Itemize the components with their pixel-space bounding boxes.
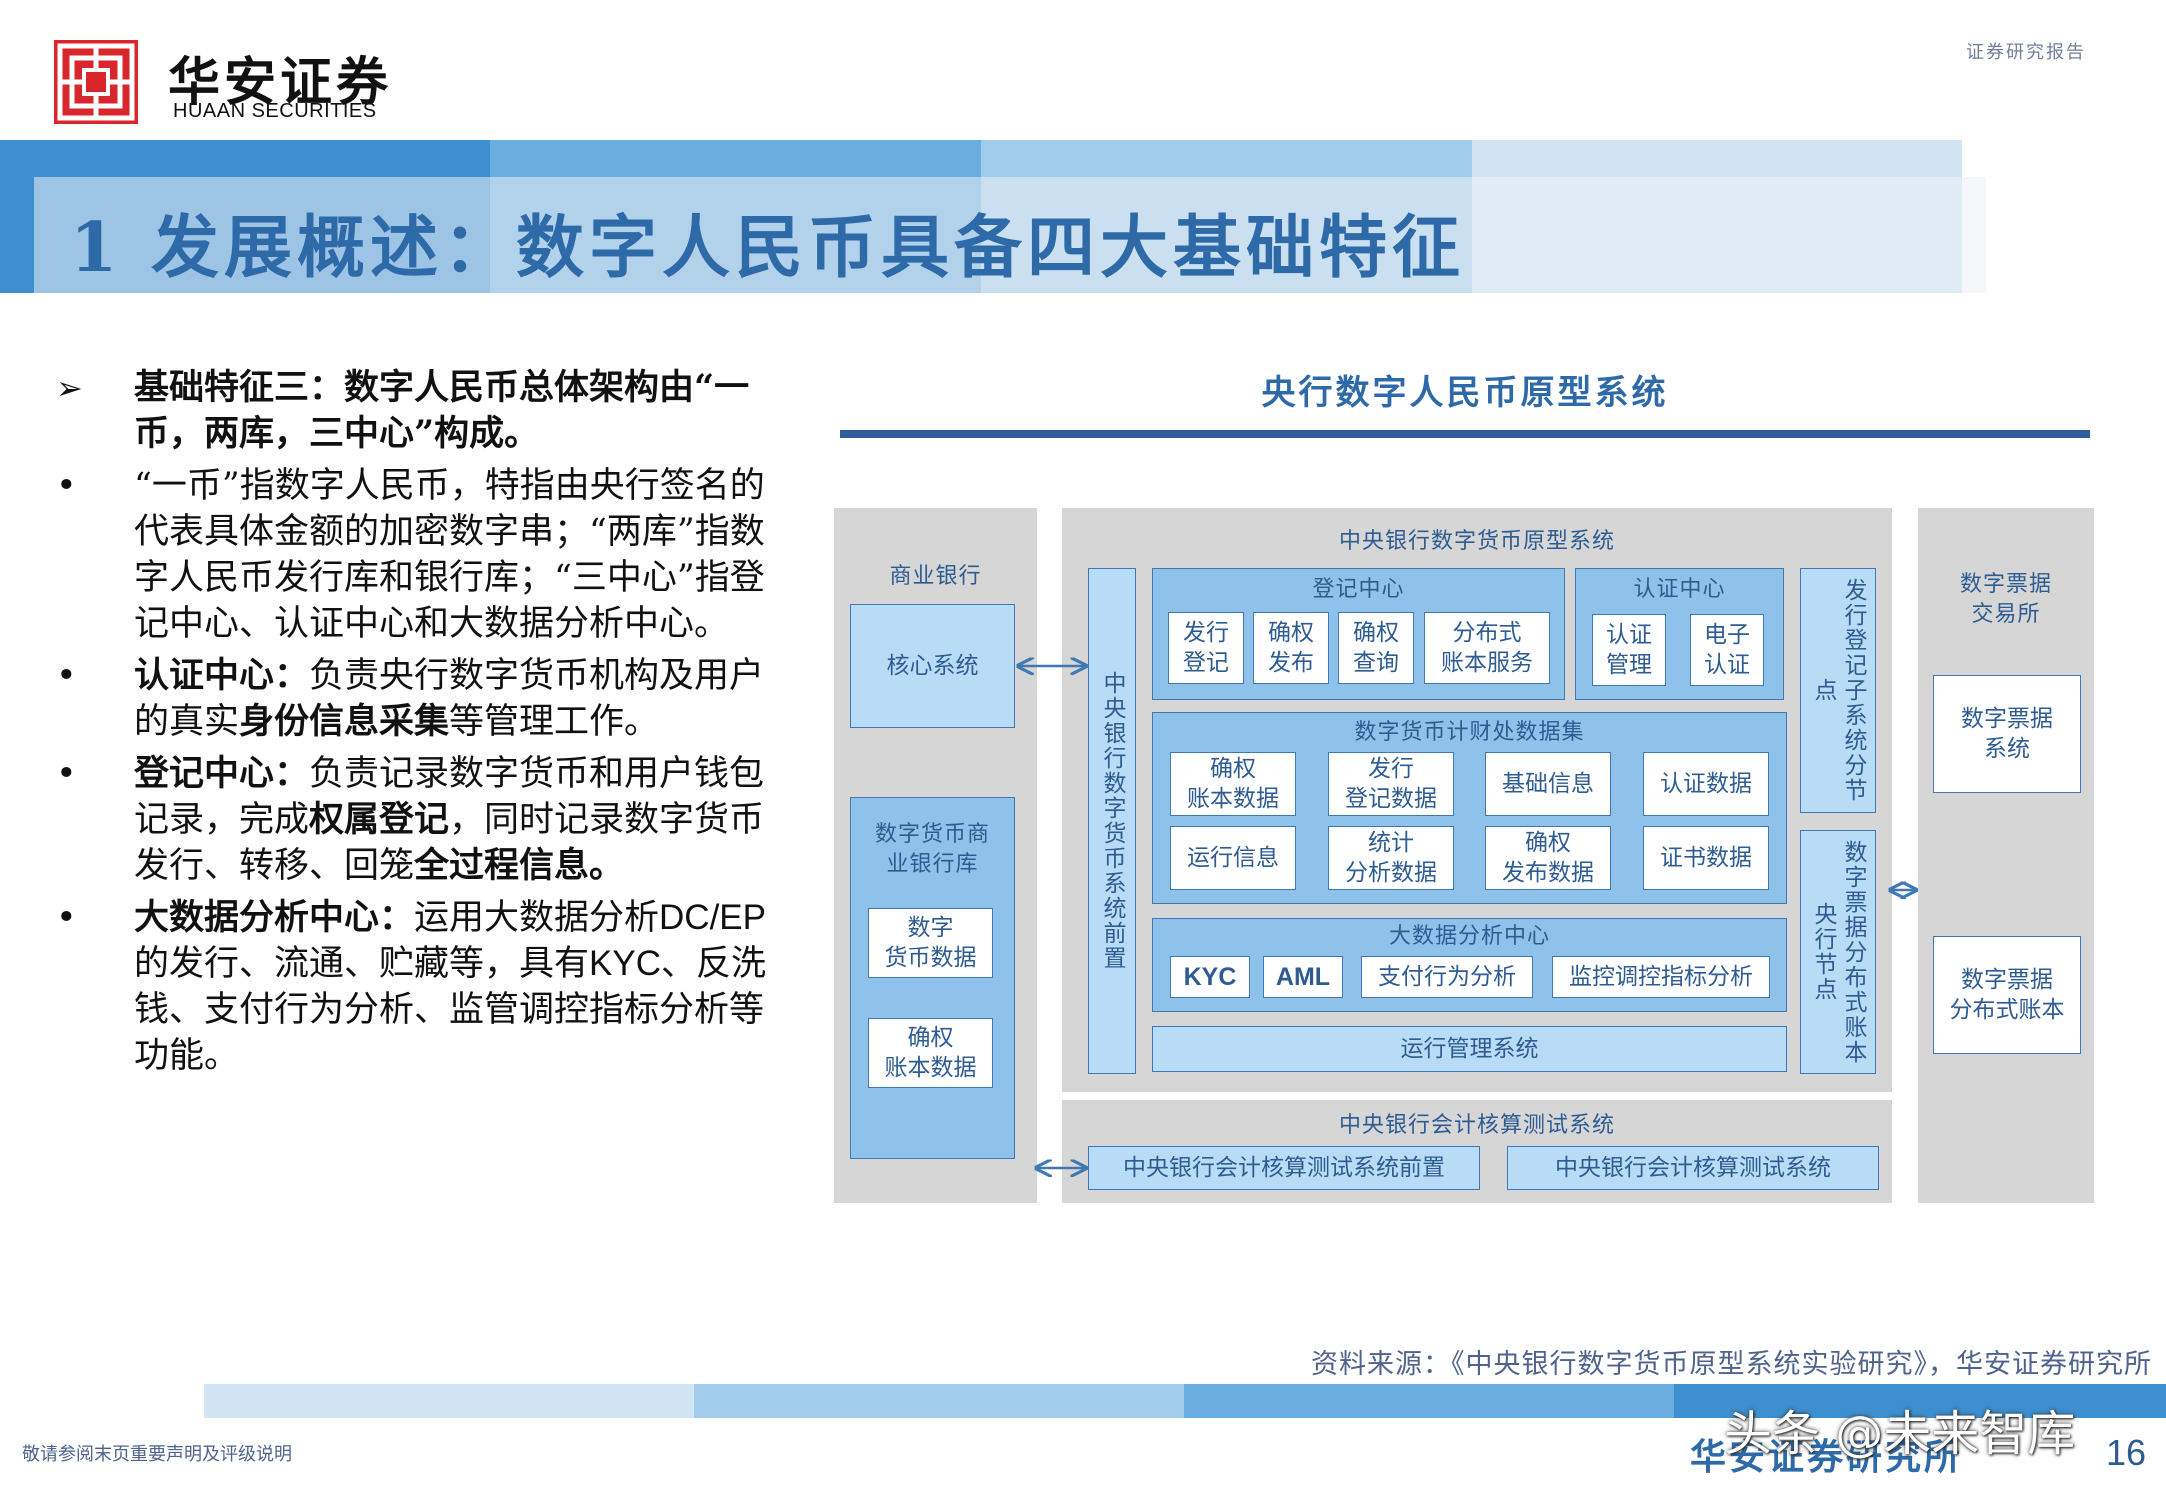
registry-center-text: 负责记录数字货币和用户钱包记录，完成 xyxy=(134,754,765,840)
commercial-bank-label: 商业银行 xyxy=(889,564,982,589)
electronic-auth-box: 电子 认证 xyxy=(1690,614,1764,686)
distributed-ledger-box: 分布式 账本服务 xyxy=(1424,612,1550,684)
bill-system-box: 数字票据 系统 xyxy=(1933,675,2081,793)
vault-currency-data-box: 数字 货币数据 xyxy=(868,908,993,978)
list-item: • “一币”指数字人民币，特指由央行签名的代表具体金额的加密数字串；“两库”指数… xyxy=(56,463,776,647)
vault-ledger-data-box: 确权 账本数据 xyxy=(868,1018,993,1088)
feature-heading: 基础特征三：数字人民币总体架构由“一币，两库，三中心”构成。 xyxy=(134,367,750,454)
auth-management-box: 认证 管理 xyxy=(1592,614,1666,686)
diagram-title: 央行数字人民币原型系统 xyxy=(1261,373,1669,413)
ownership-publish-data-box: 确权 发布数据 xyxy=(1485,826,1611,890)
bigdata-center-label: 大数据分析中心 xyxy=(1388,924,1550,949)
accounting-front-box: 中央银行会计核算测试系统前置 xyxy=(1088,1146,1480,1190)
bigdata-center-text-3: 、反洗钱、支付行为分析、监管调控指标分析等功能。 xyxy=(134,944,766,1076)
watermark: 头条 @未来智库 xyxy=(1724,1406,2076,1462)
bullet-list: ➢ 基础特征三：数字人民币总体架构由“一币，两库，三中心”构成。 • “一币”指… xyxy=(56,365,776,1085)
registry-center-label: 登记中心 xyxy=(1312,577,1405,602)
auth-center-text-end: 等管理工作。 xyxy=(449,702,660,742)
bill-ledger-node-box: 数字票据分布式账本央行节点 xyxy=(1800,830,1876,1074)
ledger-data-box: 确权 账本数据 xyxy=(1170,752,1296,816)
institute-name: 华安证券研究所 xyxy=(1690,1436,1964,1478)
auth-center-label: 认证中心 xyxy=(1633,577,1726,602)
list-item: • 登记中心：负责记录数字货币和用户钱包记录，完成权属登记，同时记录数字货币发行… xyxy=(56,751,776,889)
bigdata-center-text: 运用大数据分析 xyxy=(414,898,660,938)
arrow-bullet-icon: ➢ xyxy=(56,369,83,407)
footer-band-3 xyxy=(1184,1384,1674,1418)
list-item: ➢ 基础特征三：数字人民币总体架构由“一币，两库，三中心”构成。 xyxy=(56,365,776,457)
accounting-label: 中央银行会计核算测试系统 xyxy=(1338,1113,1615,1138)
dot-bullet-icon: • xyxy=(56,898,77,938)
footer-band-1 xyxy=(204,1384,694,1418)
kyc-box: KYC xyxy=(1170,956,1250,998)
auth-data-box: 认证数据 xyxy=(1643,752,1769,816)
bank-vault-panel xyxy=(850,797,1015,1159)
one-coin-text: “一币”指数字人民币，特指由央行签名的代表具体金额的加密数字串；“两库”指数字人… xyxy=(134,466,765,644)
dot-bullet-icon: • xyxy=(56,656,77,696)
central-system-label: 中央银行数字货币原型系统 xyxy=(1338,529,1615,554)
ownership-publish-box: 确权 发布 xyxy=(1253,612,1329,684)
footer-band-4 xyxy=(1674,1384,2166,1418)
dot-bullet-icon: • xyxy=(56,466,77,506)
aml-box: AML xyxy=(1263,956,1343,998)
kyc-term: KYC xyxy=(589,944,661,983)
certificate-data-box: 证书数据 xyxy=(1643,826,1769,890)
issue-registry-box: 发行 登记 xyxy=(1168,612,1244,684)
footer-band-2 xyxy=(694,1384,1184,1418)
auth-center-emphasis: 身份信息采集 xyxy=(239,701,450,742)
payment-analysis-box: 支付行为分析 xyxy=(1361,956,1533,998)
document-type: 证券研究报告 xyxy=(1966,42,2086,63)
dcep-term: DC/EP xyxy=(659,898,766,937)
bigdata-center-heading: 大数据分析中心： xyxy=(134,897,415,938)
exchange-label: 数字票据 交易所 xyxy=(1959,572,2052,627)
list-item: • 大数据分析中心：运用大数据分析DC/EP 的发行、流通、贮藏等，具有KYC、反… xyxy=(56,895,776,1079)
exchange-panel xyxy=(1918,508,2094,1203)
logo-english: HUAAN SECURITIES xyxy=(173,100,377,122)
bank-vault-label: 数字货币商 业银行库 xyxy=(874,822,990,877)
issue-registry-data-box: 发行 登记数据 xyxy=(1328,752,1454,816)
statistics-data-box: 统计 分析数据 xyxy=(1328,826,1454,890)
registry-center-heading: 登记中心： xyxy=(134,753,310,794)
accounting-system-box: 中央银行会计核算测试系统 xyxy=(1507,1146,1879,1190)
disclaimer: 敬请参阅末页重要声明及评级说明 xyxy=(22,1444,292,1465)
core-system-box: 核心系统 xyxy=(850,604,1015,728)
diagram-title-rule xyxy=(840,430,2090,438)
page-title: 1 发展概述：数字人民币具备四大基础特征 xyxy=(70,208,1465,288)
registry-center-emphasis-2: 全过程信息。 xyxy=(414,845,625,886)
page-number: 16 xyxy=(2106,1432,2147,1473)
issue-subsystem-node-box: 发行登记子系统分节点 xyxy=(1800,568,1876,813)
regulation-index-box: 监控调控指标分析 xyxy=(1552,956,1770,998)
registry-center-emphasis: 权属登记 xyxy=(309,799,450,840)
title-panel xyxy=(34,177,1986,293)
bill-ledger-box: 数字票据 分布式账本 xyxy=(1933,936,2081,1054)
dataset-label: 数字货币计财处数据集 xyxy=(1354,720,1585,745)
list-item: • 认证中心：负责央行数字货币机构及用户的真实身份信息采集等管理工作。 xyxy=(56,653,776,745)
central-front-box: 中央银行数字货币系统前置 xyxy=(1088,568,1136,1074)
auth-center-heading: 认证中心： xyxy=(134,655,310,696)
auth-center-text: 负责央行数字货币机构及用户的真实 xyxy=(134,656,765,742)
dot-bullet-icon: • xyxy=(56,754,77,794)
operation-info-box: 运行信息 xyxy=(1170,826,1296,890)
logo-chinese: 华安证券 xyxy=(168,52,393,113)
basic-info-box: 基础信息 xyxy=(1485,752,1611,816)
bigdata-center-text-2: 的发行、流通、贮藏等，具有 xyxy=(134,944,590,984)
ownership-query-box: 确权 查询 xyxy=(1338,612,1414,684)
source-note: 资料来源：《中央银行数字货币原型系统实验研究》，华安证券研究所 xyxy=(1311,1349,2152,1380)
registry-center-text-2: ，同时记录数字货币发行、转移、回笼 xyxy=(134,800,765,886)
operation-management-box: 运行管理系统 xyxy=(1152,1026,1787,1072)
logo-icon xyxy=(54,40,138,124)
